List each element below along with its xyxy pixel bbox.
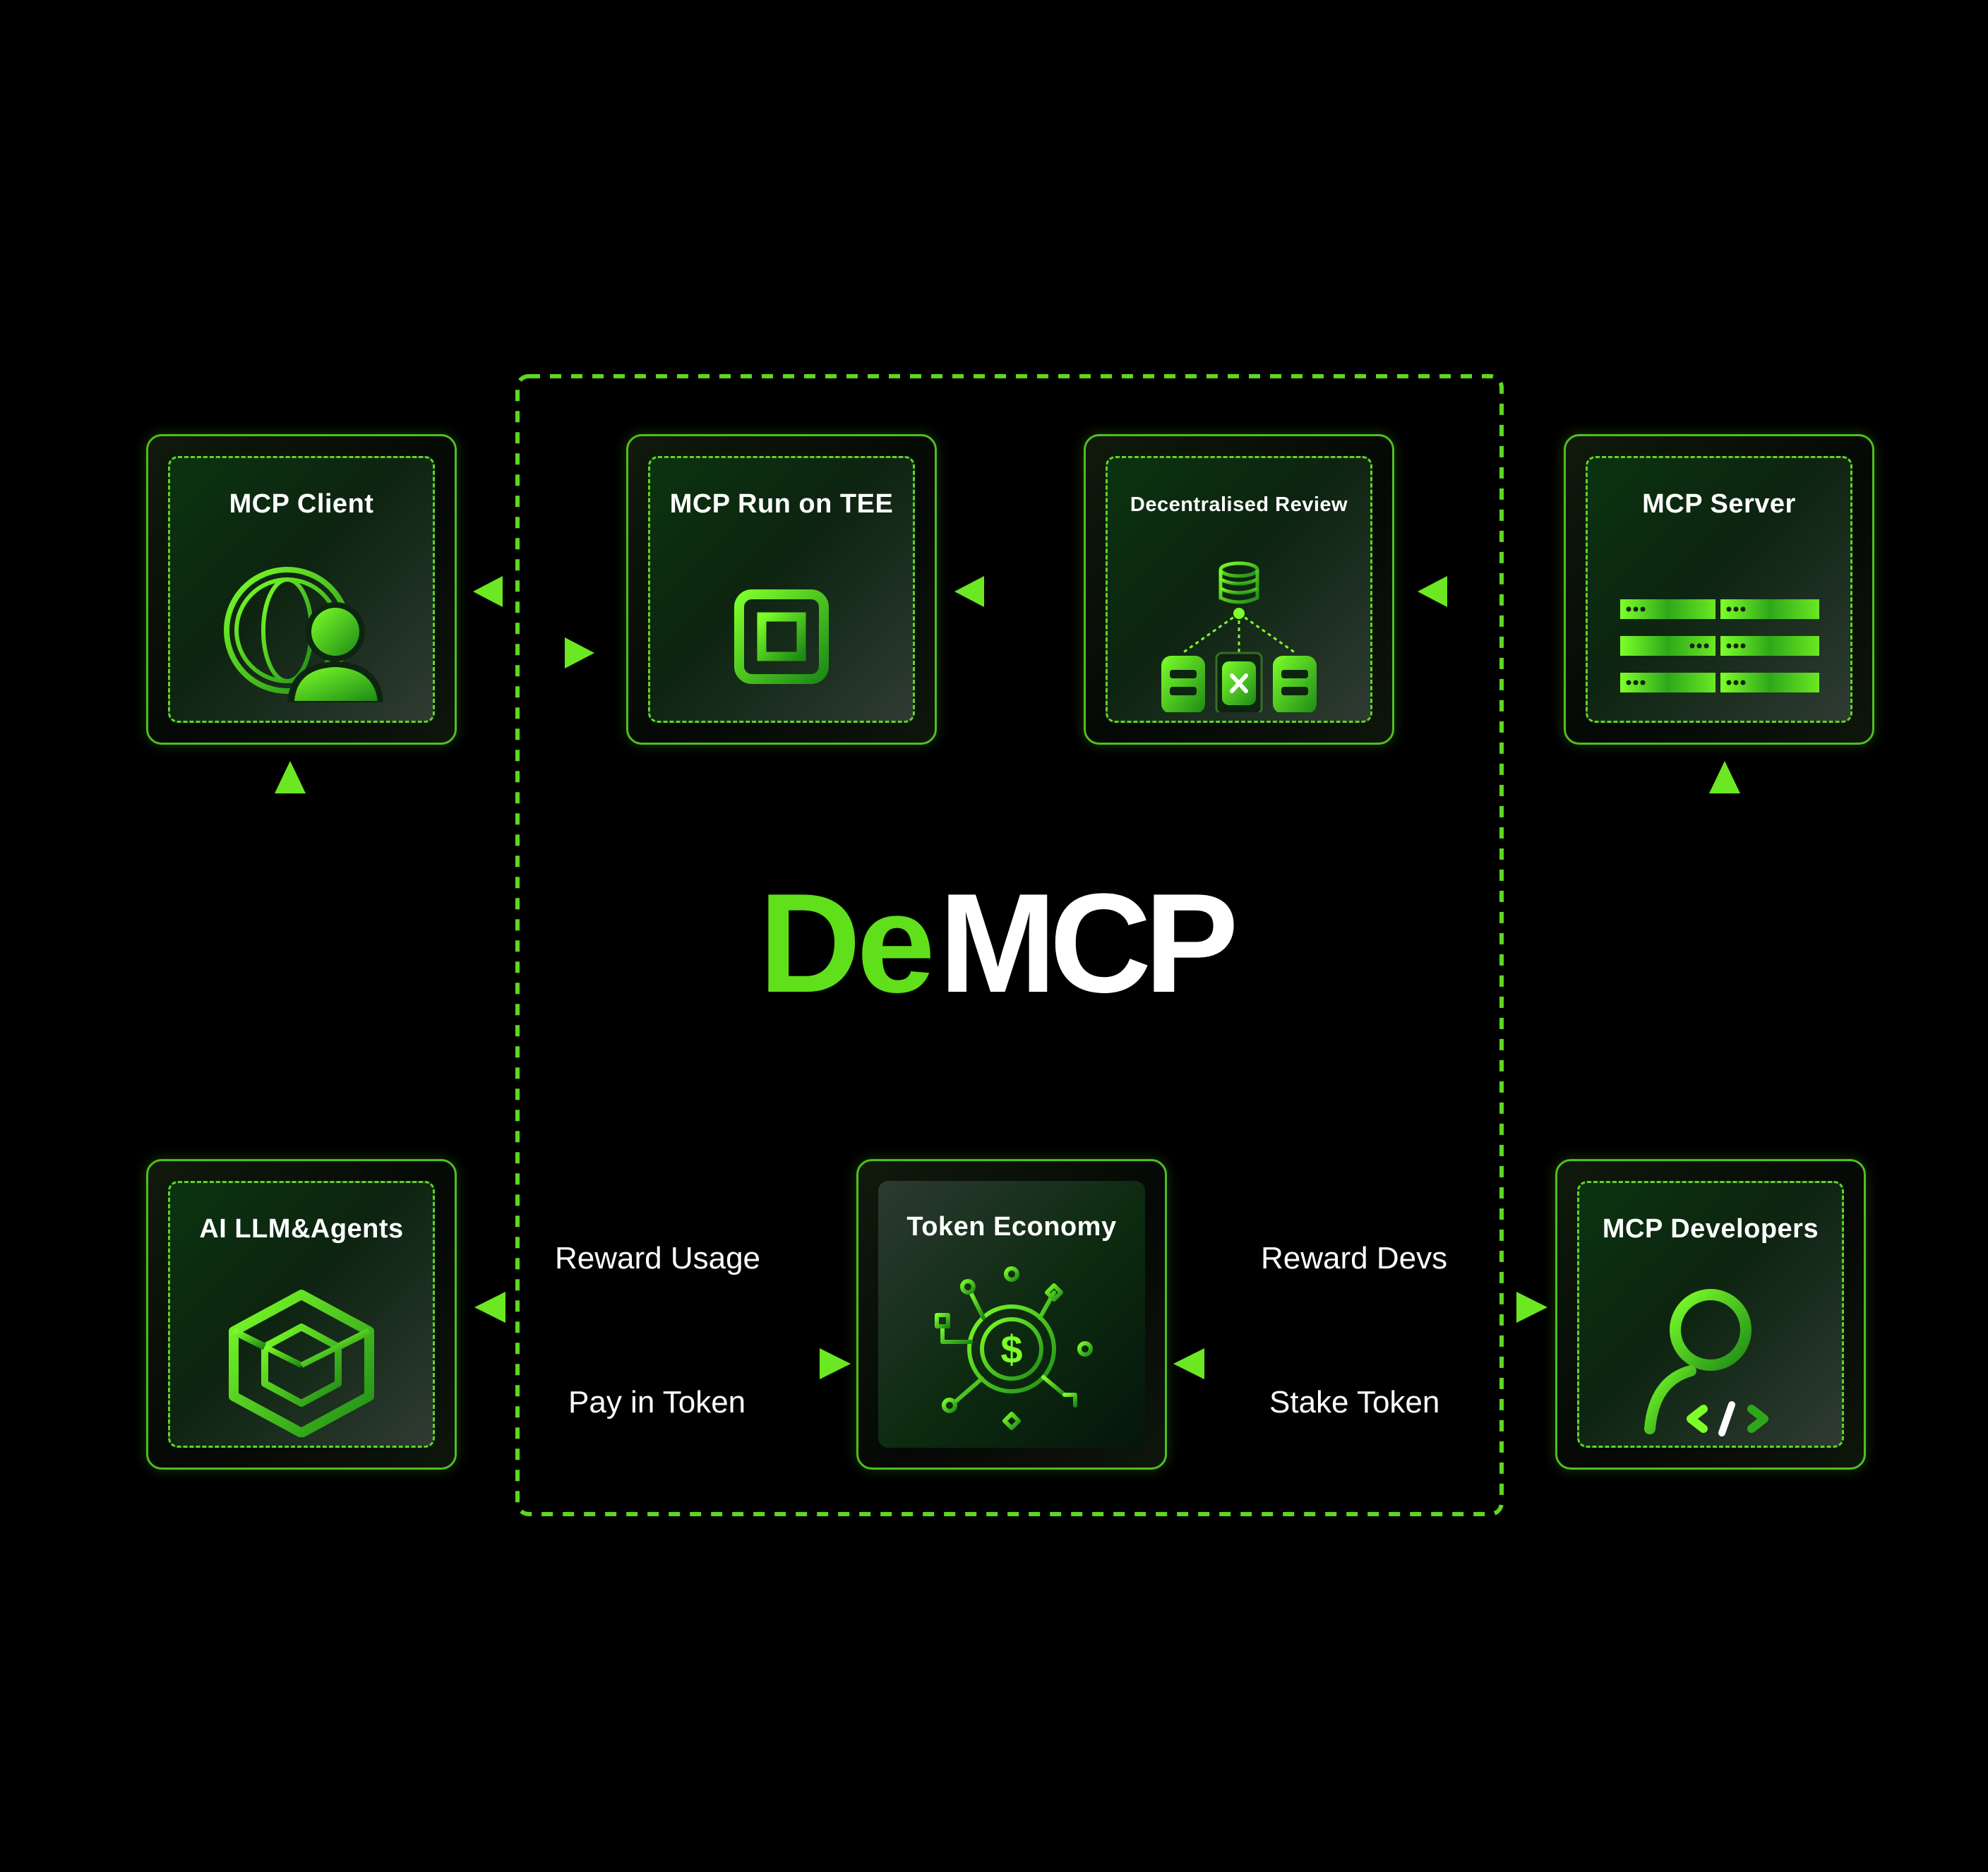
arrowhead-token-to-developers: [1516, 1292, 1547, 1323]
node-title: MCP Run on TEE: [669, 489, 894, 519]
node-title: MCP Server: [1642, 489, 1796, 519]
svg-text:$: $: [1000, 1327, 1022, 1372]
flow-label-reward-devs: Reward Devs: [1261, 1241, 1448, 1276]
node-inner-panel: AI LLM&Agents: [168, 1181, 435, 1448]
arrowhead-developers-to-server: [1709, 761, 1740, 793]
database-network-icon: [1161, 561, 1317, 712]
node-inner-panel: MCP Server: [1586, 456, 1852, 723]
node-inner-panel: Token Economy: [878, 1181, 1145, 1448]
node-title: Token Economy: [906, 1212, 1117, 1242]
node-title: MCP Developers: [1602, 1214, 1819, 1244]
node-mcp-server: MCP Server: [1564, 434, 1874, 745]
node-ai-llm-agents: AI LLM&Agents: [146, 1159, 457, 1470]
server-rack-icon: [1620, 599, 1819, 692]
tee-boundary-frame: [515, 374, 1504, 1516]
demcp-logo: De MCP: [759, 879, 1241, 1022]
flow-label-stake-token: Stake Token: [1269, 1385, 1440, 1420]
arrowhead-token-to-agents: [474, 1292, 505, 1323]
node-token-economy: Token Economy: [856, 1159, 1167, 1470]
coin-network-icon: $: [935, 1266, 1093, 1430]
developer-code-icon: [1644, 1289, 1768, 1436]
arrowhead-agents-to-token: [820, 1348, 851, 1379]
node-inner-panel: MCP Developers: [1577, 1181, 1844, 1448]
node-mcp-client: MCP Client: [146, 434, 457, 745]
arrowhead-tee-to-client: [473, 576, 503, 607]
logo-text-mcp: MCP: [939, 879, 1234, 1022]
cube-icon: [229, 1290, 374, 1437]
node-inner-panel: MCP Run on TEE: [648, 456, 915, 723]
node-inner-panel: MCP Client: [168, 456, 435, 723]
node-decentralised-review: Decentralised Review: [1084, 434, 1394, 745]
arrowhead-review-to-tee: [954, 576, 984, 607]
node-title: Decentralised Review: [1130, 493, 1348, 516]
arrowhead-developers-to-token: [1173, 1348, 1204, 1379]
node-title: AI LLM&Agents: [199, 1214, 404, 1244]
arrowhead-client-to-tee: [565, 637, 594, 668]
node-mcp-run-on-tee: MCP Run on TEE: [626, 434, 937, 745]
node-title: MCP Client: [229, 489, 374, 519]
flow-label-pay-in-token: Pay in Token: [568, 1385, 746, 1420]
node-inner-panel: Decentralised Review: [1106, 456, 1372, 723]
node-mcp-developers: MCP Developers: [1555, 1159, 1866, 1470]
globe-user-icon: [224, 567, 383, 702]
arrowhead-agents-to-client: [275, 761, 306, 793]
flow-label-reward-usage: Reward Usage: [555, 1241, 761, 1276]
arrowhead-server-to-review: [1418, 576, 1447, 607]
logo-text-de: De: [759, 879, 931, 1022]
cpu-chip-icon: [714, 569, 849, 704]
